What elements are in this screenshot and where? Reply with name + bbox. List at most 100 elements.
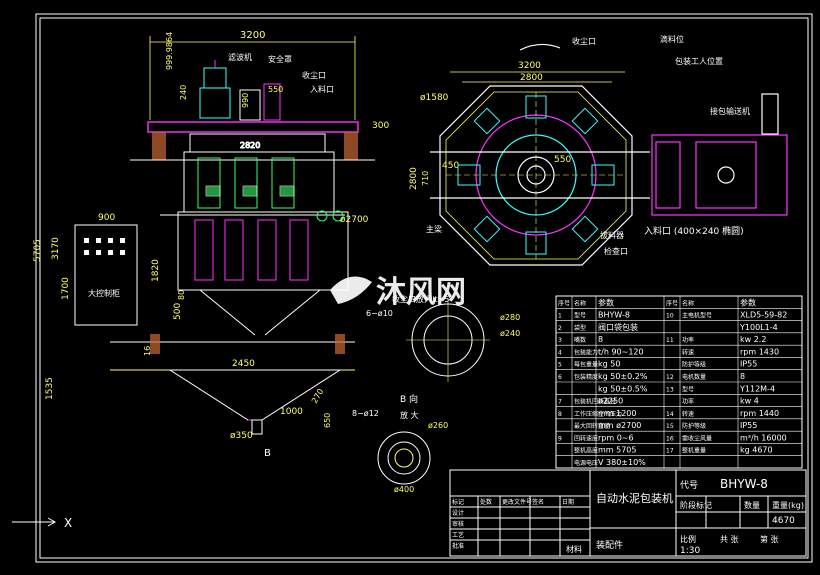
- label-inlet-port: 入料口: [310, 84, 334, 94]
- dim-550-top: 550: [554, 155, 571, 165]
- spec-cell: 每包重量: [574, 361, 598, 369]
- dim-1000: 1000: [280, 407, 303, 417]
- spec-cell: 电源电压: [574, 459, 598, 467]
- label-worker-position: 包装工人位置: [675, 56, 723, 66]
- spec-cell: 2: [558, 325, 562, 332]
- top-view[interactable]: 3200 2800 ø1580 450 550 2800 710: [409, 34, 788, 266]
- detail-b-title: B 向: [400, 393, 418, 405]
- spec-cell: 功率: [682, 336, 694, 344]
- title-row-label: 处数: [480, 498, 492, 506]
- spec-cell: 16: [666, 435, 674, 442]
- spec-cell: mm 5705: [598, 446, 637, 455]
- label-dust-port: 收尘口: [302, 70, 326, 80]
- bag-conveyor: [651, 93, 788, 216]
- octagon-platform: [430, 85, 650, 266]
- spec-cell: mm 1200: [598, 409, 637, 418]
- dim-5705: 5705: [33, 239, 43, 262]
- platform-beam: [130, 121, 375, 161]
- label-b-arrow: B: [264, 448, 271, 459]
- spec-cell: 型号: [574, 312, 586, 320]
- spec-cell: kw 2.2: [740, 335, 766, 344]
- title-sign-label: 工艺: [452, 531, 464, 539]
- spec-cell: 整机重量: [682, 447, 706, 455]
- dim-line-top: [149, 36, 356, 120]
- label-safety-hood: 安全罩: [268, 54, 292, 64]
- spec-cell: kw 4: [740, 397, 759, 406]
- dim-1820: 1820: [151, 259, 161, 282]
- dim-1700: 1700: [61, 277, 71, 300]
- spec-cell: t/h 90~120: [598, 347, 644, 356]
- spec-cell: 14: [666, 411, 674, 418]
- ground-hopper: [110, 334, 355, 435]
- dim-240-front: 240: [179, 85, 188, 100]
- spec-cell: Y112M-4: [739, 384, 775, 393]
- watermark-logo-icon: [330, 276, 372, 304]
- label-feeding-position: 滴料位: [660, 34, 684, 44]
- detail-a-holes: 6−ø10: [366, 309, 393, 318]
- spec-cell: 1: [558, 313, 562, 320]
- spec-cell: rpm 1430: [740, 347, 779, 356]
- title-weight-label: 重量(kg): [772, 500, 804, 510]
- label-control-cabinet: 大控制柜: [88, 288, 120, 298]
- spec-cell: 最大回转直径: [574, 422, 610, 430]
- label-conveyor: 接包输送机: [710, 106, 750, 116]
- top-dim-lines: [450, 71, 625, 83]
- title-name: 自动水泥包装机: [596, 491, 673, 505]
- spec-header-cell: 名称: [574, 299, 586, 307]
- spec-cell: 15: [666, 423, 674, 430]
- title-row-label: 签名: [532, 498, 544, 506]
- title-row-label: 日期: [562, 498, 574, 506]
- dim-2800-top: 2800: [520, 73, 543, 83]
- packer-body: 2820: [160, 133, 349, 336]
- spec-cell: BHYW-8: [598, 311, 630, 320]
- title-quantity-label: 数量: [744, 500, 760, 510]
- label-top-dust-port: 收尘口: [572, 36, 596, 46]
- dim-2450: 2450: [232, 359, 255, 369]
- dim-80: 80: [177, 290, 186, 300]
- spec-cell: 8: [558, 411, 562, 418]
- dim-2820: 2820: [240, 141, 260, 150]
- spec-header-cell: 序号: [558, 299, 570, 307]
- dim-3170: 3170: [51, 237, 61, 260]
- dim-2700: ø2700: [340, 215, 369, 225]
- spec-cell: 包装机回转直径: [574, 398, 616, 406]
- spec-cell: 防护等级: [682, 361, 706, 369]
- spec-header-cell: 参数: [598, 297, 614, 307]
- dim-3200-front: 3200: [240, 30, 265, 41]
- spec-cell: 5: [558, 362, 562, 369]
- detail-b-view[interactable]: B 向 放 大 8−ø12 ø260 ø400: [352, 393, 448, 494]
- detail-a-rings: [406, 298, 490, 382]
- detail-dust-port[interactable]: 收尘口放大 t=5 6−ø10 ø280 ø240: [366, 294, 520, 382]
- spec-cell: 功率: [682, 398, 694, 406]
- title-stage-label: 阶段标记: [680, 500, 712, 510]
- title-block: [449, 469, 807, 557]
- title-row-label: 更改文件号: [502, 498, 532, 506]
- spec-cell: 4: [558, 349, 562, 356]
- dim-3200-top: 3200: [518, 61, 541, 71]
- detail-b-400: ø400: [394, 485, 414, 494]
- spec-cell: 17: [666, 448, 674, 455]
- dim-2800-vertical: 2800: [409, 167, 419, 190]
- detail-b-260: ø260: [428, 421, 448, 430]
- label-main-beam: 主梁: [426, 224, 442, 234]
- detail-a-title: 收尘口放大 t=5: [392, 294, 449, 304]
- watermark-text: 沐风网: [376, 275, 466, 310]
- spec-cell: 7: [558, 399, 562, 406]
- dim-650: 650: [323, 413, 332, 428]
- spec-cell: 电机数量: [682, 373, 706, 381]
- spec-cell: 回转速度: [574, 434, 598, 442]
- title-sheet-label: 共 张: [720, 535, 739, 544]
- front-view[interactable]: 3200 滤波机 安全罩 收尘口 入料口 550 999.9864 240 99…: [33, 30, 389, 459]
- spec-cell: 13: [666, 386, 674, 393]
- spec-cell: 袋型: [574, 324, 586, 332]
- spec-cell: 整机高度: [574, 447, 598, 455]
- detail-b-rings: [377, 431, 431, 485]
- title-sheet-no-label: 第 张: [760, 534, 779, 544]
- dim-1535: 1535: [45, 377, 55, 400]
- control-cabinet: [74, 224, 138, 326]
- label-aux-drive: 拔料器: [600, 230, 624, 240]
- dim-300-front: 300: [372, 121, 389, 131]
- dim-350: ø350: [230, 431, 253, 441]
- spec-cell: Y100L1-4: [739, 323, 778, 332]
